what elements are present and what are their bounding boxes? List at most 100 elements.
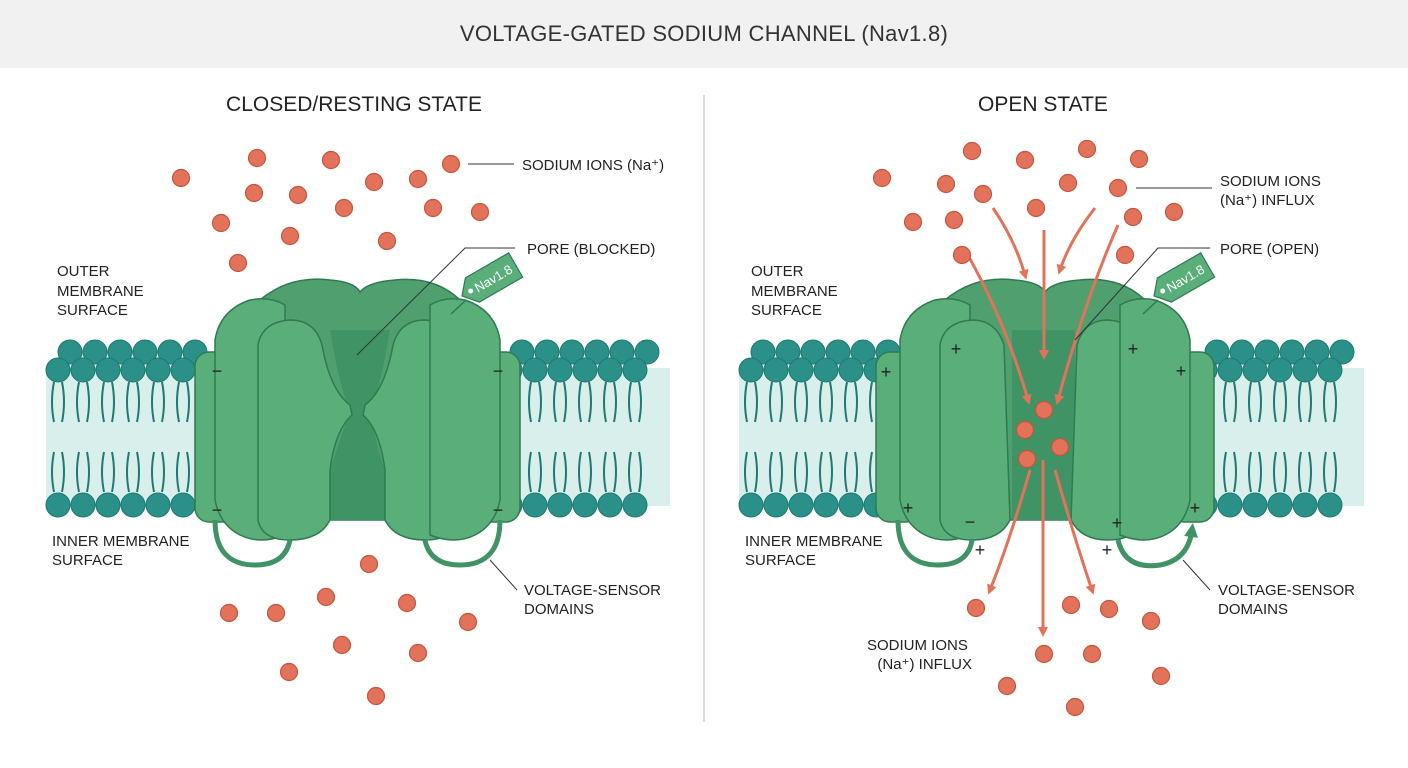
lipid-head	[1242, 357, 1268, 383]
leader-line	[1182, 559, 1211, 591]
charge-plus: +	[1112, 513, 1123, 533]
lipid-head	[825, 339, 851, 365]
sodium-ion	[321, 150, 341, 170]
lipid-tail	[1273, 381, 1287, 423]
lipid-head	[738, 357, 764, 383]
sodium-ions-influx-label: SODIUM IONS (Na⁺) INFLUX	[1220, 173, 1325, 209]
charge-minus: −	[493, 500, 504, 520]
lipid-head	[45, 492, 71, 518]
sodium-ion	[936, 174, 956, 194]
lipid-head	[547, 492, 573, 518]
lipid-tail	[553, 451, 567, 493]
charge-minus: −	[493, 361, 504, 381]
lipid-tail	[51, 451, 65, 493]
lipid-head	[522, 357, 548, 383]
pore-blocked-label: PORE (BLOCKED)	[527, 241, 655, 258]
lipid-head	[170, 357, 196, 383]
charge-minus: −	[965, 512, 976, 532]
lipid-tail	[794, 381, 808, 423]
lipid-head	[622, 357, 648, 383]
sodium-ion	[1058, 173, 1078, 193]
sodium-ion	[997, 676, 1017, 696]
sodium-ion	[458, 612, 478, 632]
lipid-tail	[528, 451, 542, 493]
lipid-head	[838, 492, 864, 518]
outer-membrane-label: OUTER MEMBRANE SURFACE	[751, 263, 842, 319]
voltage-sensor-label: VOLTAGE-SENSOR DOMAINS	[1218, 582, 1359, 618]
lipid-tail	[126, 381, 140, 423]
sodium-ion	[1115, 245, 1135, 265]
lipid-head	[547, 357, 573, 383]
leader-line	[1074, 247, 1210, 341]
lipid-head	[170, 492, 196, 518]
lipid-head	[584, 339, 610, 365]
lipid-tail	[744, 381, 758, 423]
lipid-tail	[769, 381, 783, 423]
lipid-tail	[51, 381, 65, 423]
membrane-core	[1193, 368, 1364, 506]
sodium-ions	[171, 139, 1184, 717]
charge-plus: +	[951, 339, 962, 359]
sodium-ion	[1017, 449, 1037, 469]
inner-membrane-label: INNER MEMBRANE SURFACE	[52, 533, 194, 569]
lipid-head	[750, 339, 776, 365]
lipid-head	[788, 492, 814, 518]
lipid-head	[145, 357, 171, 383]
sodium-ion	[334, 198, 354, 218]
lipid-head	[1292, 357, 1318, 383]
lipid-tail	[603, 451, 617, 493]
lipid-tail	[76, 451, 90, 493]
lipid-head	[838, 357, 864, 383]
sodium-ion	[423, 198, 443, 218]
lipid-head	[1279, 339, 1305, 365]
lipid-head	[800, 339, 826, 365]
sodium-ion	[1141, 611, 1161, 631]
lipid-tail	[794, 451, 808, 493]
lipid-tail	[151, 451, 165, 493]
lipid-head	[813, 357, 839, 383]
lipid-head	[1317, 357, 1343, 383]
nav18-tag-open: Nav1.8	[1142, 252, 1216, 315]
sodium-ion	[377, 231, 397, 251]
lipid-tail	[819, 451, 833, 493]
lipid-head	[1217, 357, 1243, 383]
sodium-ion	[244, 183, 264, 203]
lipid-head	[1329, 339, 1355, 365]
lipid-head	[572, 357, 598, 383]
lipid-head	[57, 339, 83, 365]
lipid-head	[559, 339, 585, 365]
lipid-tail	[1298, 451, 1312, 493]
influx-arrow	[1053, 469, 1096, 595]
charge-minus: −	[212, 361, 223, 381]
lipid-tail	[1248, 381, 1262, 423]
charge-minus: −	[212, 500, 223, 520]
lipid-tail	[151, 381, 165, 423]
lipid-tail	[578, 381, 592, 423]
sodium-ion	[1034, 400, 1054, 420]
lipid-head	[1242, 492, 1268, 518]
lipid-head	[145, 492, 171, 518]
sodium-ion	[408, 169, 428, 189]
lipid-head	[82, 339, 108, 365]
sensor-loop-left-open	[895, 519, 975, 568]
sensor-loop-right-open	[1115, 523, 1199, 569]
lipid-head	[1292, 492, 1318, 518]
sodium-ion	[219, 603, 239, 623]
lipid-head	[1267, 492, 1293, 518]
lipid-head	[622, 492, 648, 518]
lipid-head	[132, 339, 158, 365]
influx-arrow	[1056, 207, 1097, 275]
lipid-head	[1317, 492, 1343, 518]
sodium-ion	[1108, 178, 1128, 198]
sodium-ion	[1077, 139, 1097, 159]
sodium-ion	[952, 245, 972, 265]
lipid-head	[70, 357, 96, 383]
sodium-ion	[1151, 666, 1171, 686]
lipid-head	[634, 339, 660, 365]
sodium-ion	[872, 168, 892, 188]
lipid-tail	[76, 381, 90, 423]
sodium-ion	[316, 587, 336, 607]
sodium-ion	[944, 210, 964, 230]
charge-plus: +	[1128, 339, 1139, 359]
